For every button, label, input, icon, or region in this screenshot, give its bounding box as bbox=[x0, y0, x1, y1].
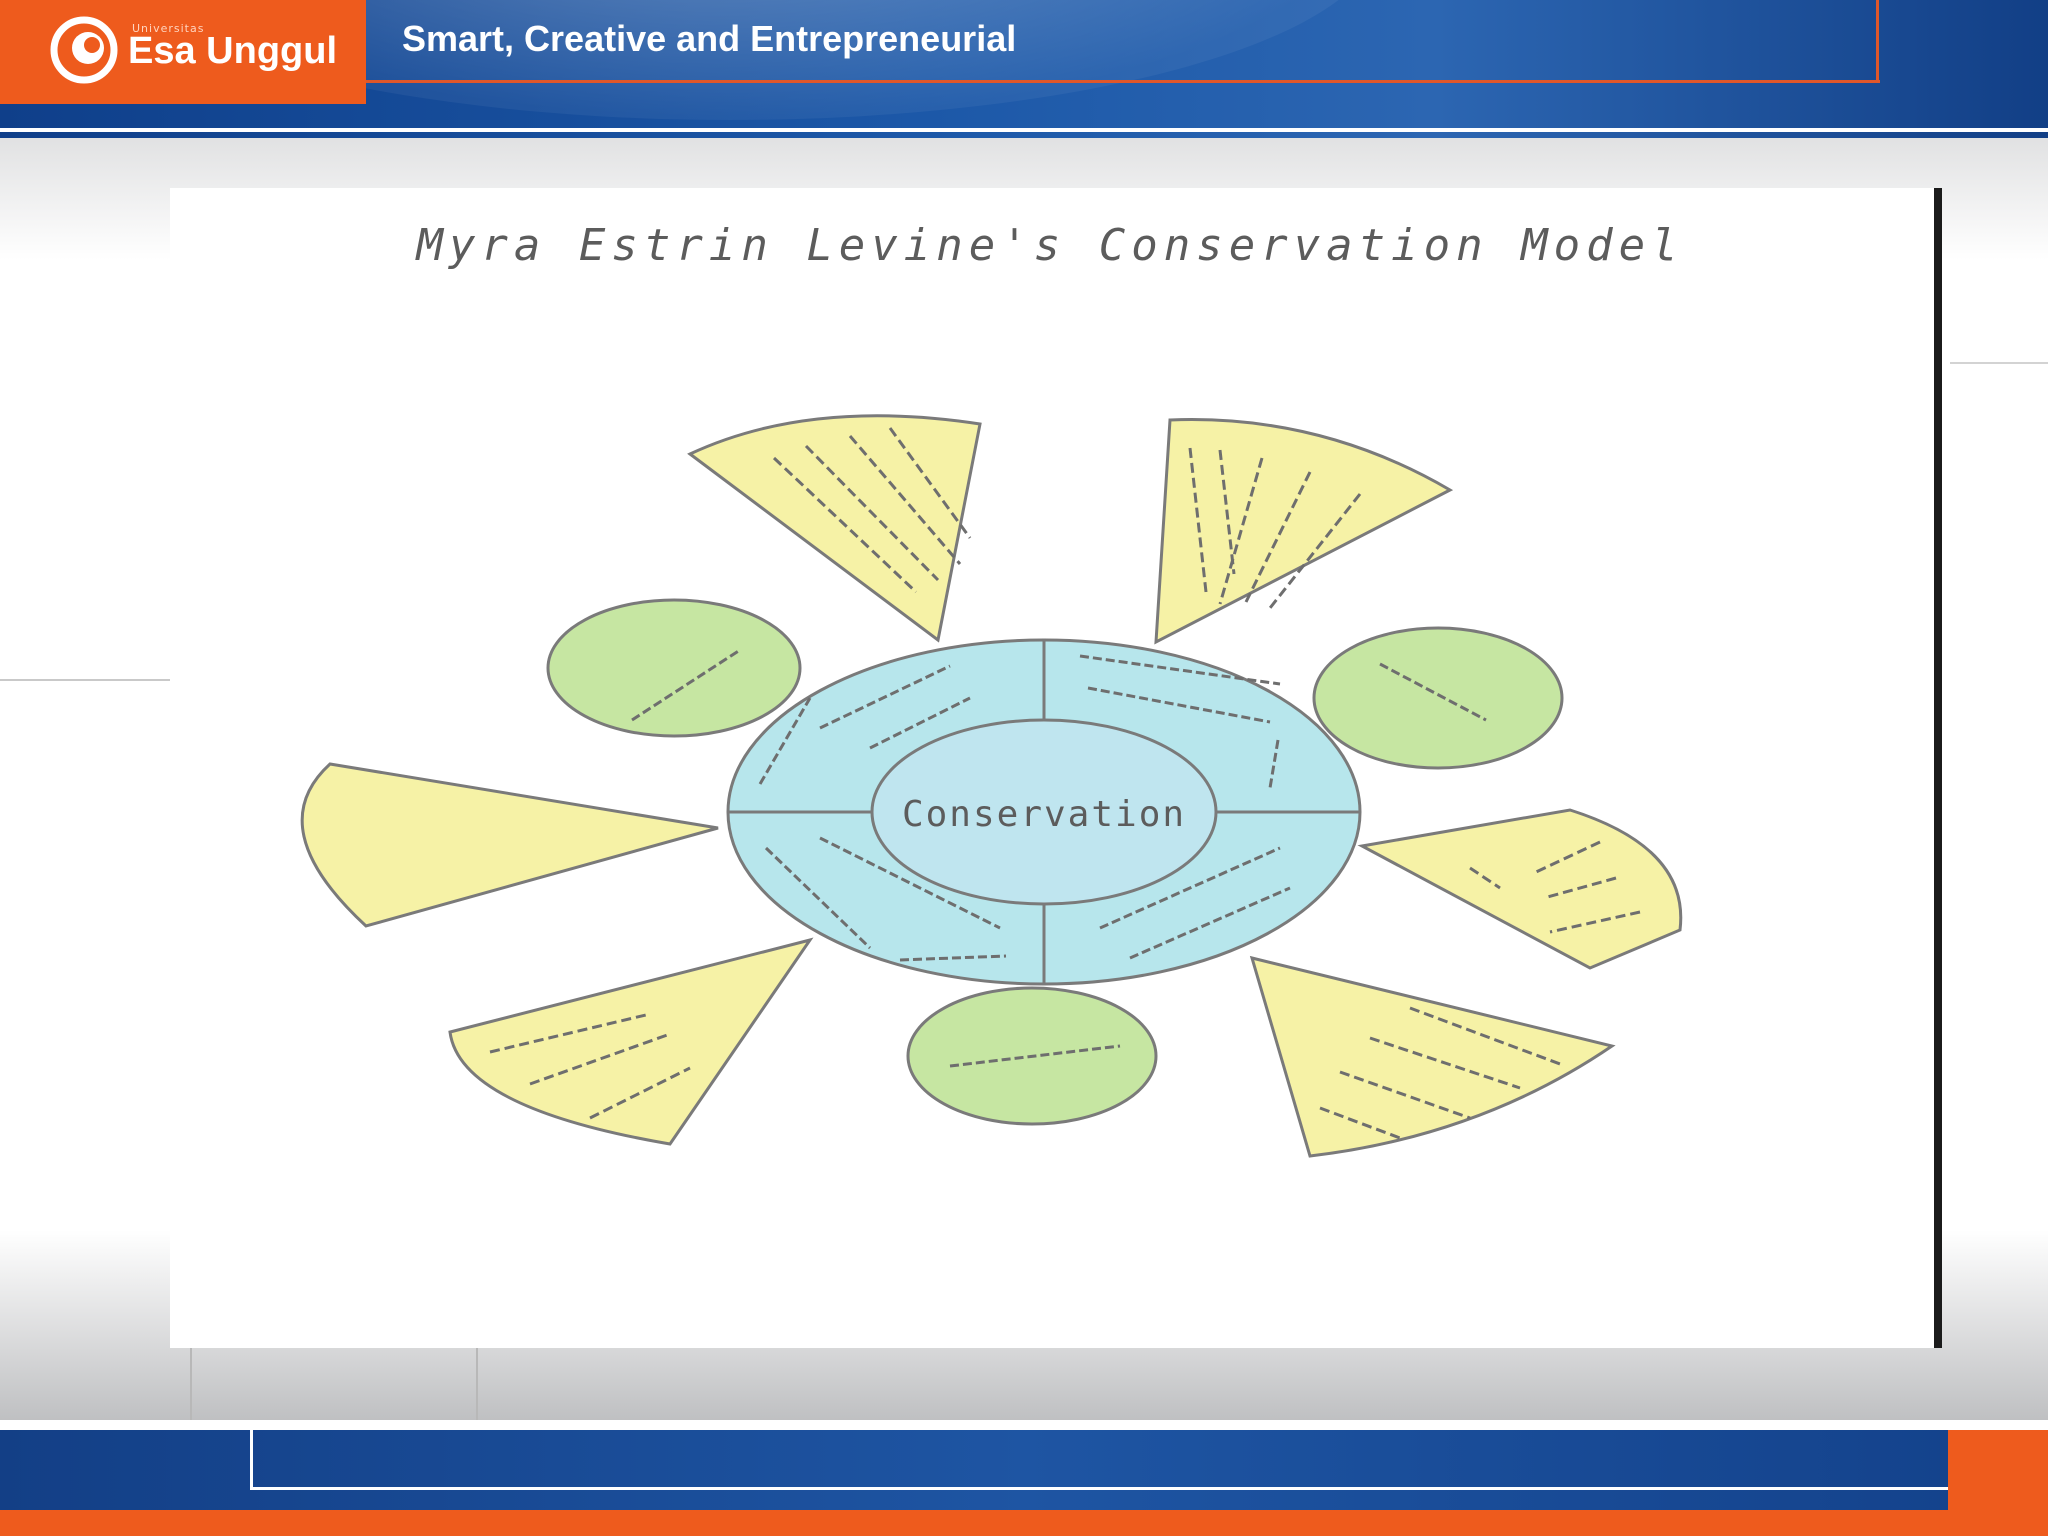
petal-bottom-left bbox=[448, 937, 814, 1146]
petal-bottom-right bbox=[1249, 955, 1616, 1158]
circle-upper-right bbox=[1312, 626, 1564, 770]
conservation-center-circle bbox=[870, 718, 1218, 906]
ring-handwriting bbox=[758, 654, 1291, 962]
esa-unggul-logo-icon bbox=[50, 16, 118, 84]
bottom-divider-1 bbox=[190, 1348, 192, 1420]
logo-name: Esa Unggul bbox=[128, 30, 338, 72]
slide-header: Universitas Esa Unggul Smart, Creative a… bbox=[0, 0, 2048, 138]
diagram-image-panel: Myra Estrin Levine's Conservation Model bbox=[170, 188, 1942, 1348]
left-divider-line bbox=[0, 679, 170, 681]
slide-tagline: Smart, Creative and Entrepreneurial bbox=[402, 18, 1017, 59]
right-divider-line bbox=[1950, 362, 2048, 364]
bottom-divider-2 bbox=[476, 1348, 478, 1420]
conservation-model-diagram: Myra Estrin Levine's Conservation Model bbox=[300, 220, 1683, 1158]
ring-dividers bbox=[728, 640, 1360, 984]
petal-left bbox=[300, 762, 719, 928]
header-orange-rule-end bbox=[1876, 0, 1879, 83]
footer-orange-band bbox=[0, 1510, 2048, 1536]
logo-universitas-text: Universitas bbox=[132, 22, 205, 35]
slide-footer bbox=[0, 1420, 2048, 1536]
footer-white-frame bbox=[250, 1430, 1948, 1490]
diagram-title: Myra Estrin Levine's Conservation Model bbox=[414, 220, 1683, 271]
footer-orange-corner bbox=[1948, 1430, 2048, 1510]
logo: Universitas Esa Unggul bbox=[0, 0, 366, 104]
circle-upper-left bbox=[546, 598, 802, 738]
petal-top-right bbox=[1154, 418, 1454, 645]
petal-right bbox=[1357, 808, 1683, 970]
footer-blue-band bbox=[0, 1430, 2048, 1510]
circle-handwriting bbox=[631, 648, 1487, 1068]
petal-handwriting bbox=[489, 427, 1641, 1140]
header-white-rule bbox=[0, 128, 2048, 132]
header-orange-rule bbox=[366, 80, 1880, 83]
center-label: Conservation bbox=[902, 794, 1186, 835]
